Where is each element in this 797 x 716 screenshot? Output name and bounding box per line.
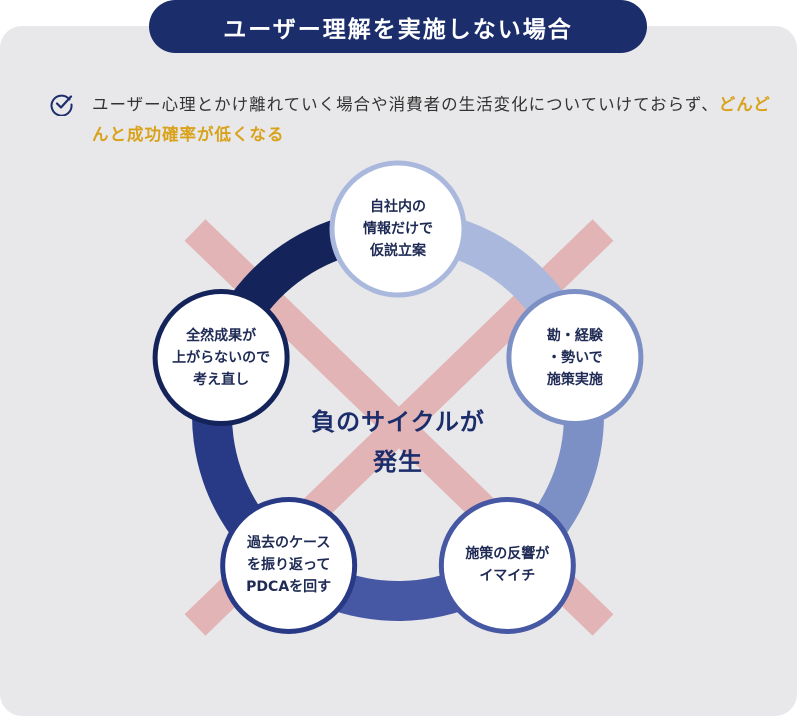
center-label-line1: 負のサイクルが [311,408,485,436]
cycle-node-label-line: 上がらないので [172,349,271,366]
cycle-node-label-pdca: 過去のケースを振り返って PDCAを回す [229,532,349,598]
check-circle-icon [50,94,73,116]
center-label: 負のサイクルが 発生 [268,402,528,482]
cycle-node-label-line: 全然成果が [186,327,257,344]
cycle-node-label-line: 情報だけで [363,221,433,237]
title-text: ユーザー理解を実施しない場合 [223,16,573,43]
cycle-node-label-line: 自社内の [370,199,426,215]
cycle-node-label-line: 勘・経験 [546,327,603,344]
cycle-node-label-hypothesis: 自社内の情報だけで仮説立案 [338,196,458,262]
cycle-node-label-line: 施策実施 [546,371,603,388]
cycle-node-label-line: イマイチ [479,568,536,585]
cycle-node-label-line: 施策の反響が [465,546,550,563]
cycle-node-pdca [220,496,358,634]
cycle-nodes [152,160,644,634]
cycle-node-label-line: を振り返って [247,557,331,574]
cycle-node-label-line: 仮説立案 [370,243,426,259]
intro-text: ユーザー心理とかけ離れていく場合や消費者の生活変化についていけておらず、どんどん… [92,90,772,150]
title-banner: ユーザー理解を実施しない場合 [149,0,647,53]
intro-highlight: どんどんと成功確率が低くなる [92,95,771,144]
cycle-node-label-line: 考え直し [193,371,250,388]
cycle-node-label-execute: 勘・経験・勢いで施策実施 [515,325,635,391]
cycle-node-execute [506,289,644,427]
cycle-node-label-rethink: 全然成果が上がらないので考え直し [161,325,281,391]
intro-text-main: ユーザー心理とかけ離れていく場合や消費者の生活変化についていけておらず、 [92,95,719,114]
cycle-node-rethink [152,289,290,427]
cycle-node-reaction [438,496,576,634]
cycle-node-label-line: ・勢いで [547,349,603,366]
center-label-line2: 発生 [373,448,423,476]
cycle-node-label-line: PDCAを回す [246,579,332,596]
cycle-node-hypothesis [329,160,467,298]
cycle-node-label-line: 過去のケース [247,535,331,552]
cycle-node-label-reaction: 施策の反響がイマイチ [447,543,567,587]
